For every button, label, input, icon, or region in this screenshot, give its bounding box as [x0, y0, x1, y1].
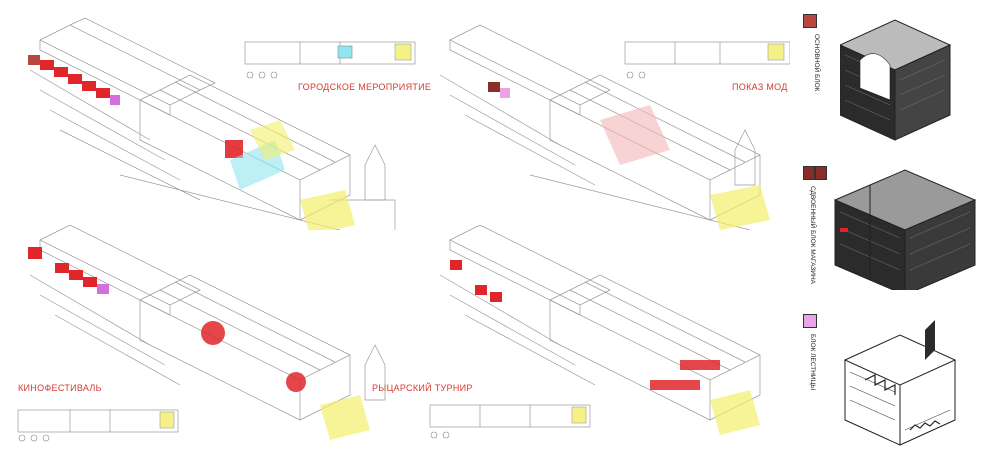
mini-plan-film-festival: [17, 409, 179, 442]
scenario-panel-fashion-show: ПОКАЗ МОД: [420, 0, 790, 230]
building-axonometric-fashion-show: [439, 24, 790, 230]
double-shop-block-illustration: [833, 169, 977, 290]
legend-label-double-shop-block: СДВОЕННЫЙ БЛОК МАГАЗИНА: [809, 186, 816, 284]
main-block-illustration: [840, 19, 952, 141]
building-axonometric-film-festival: [17, 225, 386, 442]
legend-label-main-block: ОСНОВНОЙ БЛОК: [813, 34, 820, 92]
mini-plan-knight-tournament: [429, 404, 591, 439]
scenario-panel-film-festival: КИНОФЕСТИВАЛЬ: [0, 225, 420, 466]
legend-swatch-stair-block: [803, 314, 817, 328]
legend-swatch-double-shop-block: [803, 166, 815, 180]
scenario-title: ГОРОДСКОЕ МЕРОПРИЯТИЕ: [298, 82, 432, 92]
scenario-panel-city-event: ГОРОДСКОЕ МЕРОПРИЯТИЕ: [0, 0, 431, 230]
building-axonometric-city-event: [28, 17, 416, 230]
mini-plan-fashion-show: [624, 41, 790, 79]
legend-column: ОСНОВНОЙ БЛОК СДВОЕННЫЙ БЛОК МАГАЗИНА БЛ…: [790, 0, 1000, 466]
scenario-title: КИНОФЕСТИВАЛЬ: [18, 383, 102, 393]
scenario-title: ПОКАЗ МОД: [732, 82, 788, 92]
stair-block-illustration: [843, 320, 957, 446]
legend-label-stair-block: БЛОК ЛЕСТНИЦЫ: [809, 334, 816, 391]
scenario-title: РЫЦАРСКИЙ ТУРНИР: [372, 383, 473, 393]
scenario-panel-knight-tournament: РЫЦАРСКИЙ ТУРНИР: [372, 225, 790, 466]
building-axonometric-knight-tournament: [429, 225, 761, 439]
legend-swatch-double-shop-block-2: [815, 166, 827, 180]
legend-swatch-main-block: [803, 14, 817, 28]
main-blocks-group: [28, 55, 120, 105]
mini-plan-city-event: [244, 41, 416, 79]
